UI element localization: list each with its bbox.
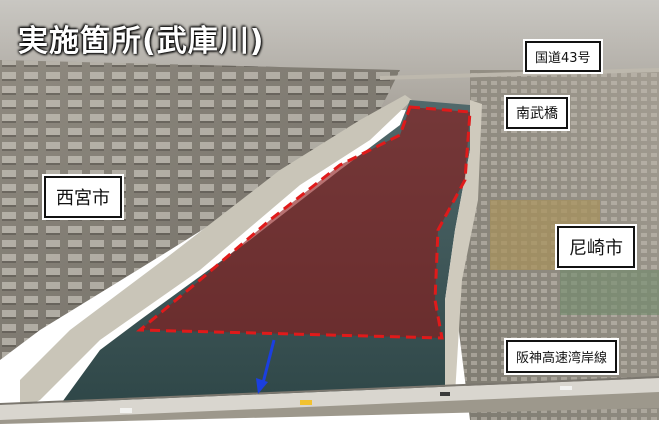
label-nishinomiya-city: 西宮市 bbox=[44, 176, 122, 218]
label-hanshin-expressway: 阪神高速湾岸線 bbox=[506, 340, 618, 373]
label-amagasaki-city: 尼崎市 bbox=[557, 226, 635, 268]
right-green-roofs bbox=[560, 270, 659, 315]
route-43-road bbox=[379, 68, 659, 80]
vehicle bbox=[120, 408, 132, 413]
expressway-bridge bbox=[0, 378, 659, 420]
label-nambu-bridge: 南武橋 bbox=[506, 97, 568, 129]
vehicle bbox=[440, 392, 450, 396]
expressway-rail bbox=[0, 376, 659, 405]
right-embankment bbox=[445, 100, 482, 395]
page-title: 実施箇所(武庫川) bbox=[18, 24, 265, 59]
work-area-highlight bbox=[135, 105, 472, 340]
flow-arrow-head bbox=[256, 378, 268, 394]
flow-arrow-shaft bbox=[260, 339, 276, 388]
foreground-bank bbox=[0, 392, 659, 424]
left-embankment bbox=[20, 95, 412, 410]
vehicle bbox=[300, 400, 312, 405]
left-city-buildings bbox=[0, 60, 400, 360]
label-route-43: 国道43号 bbox=[525, 41, 601, 72]
vehicle bbox=[560, 386, 572, 390]
